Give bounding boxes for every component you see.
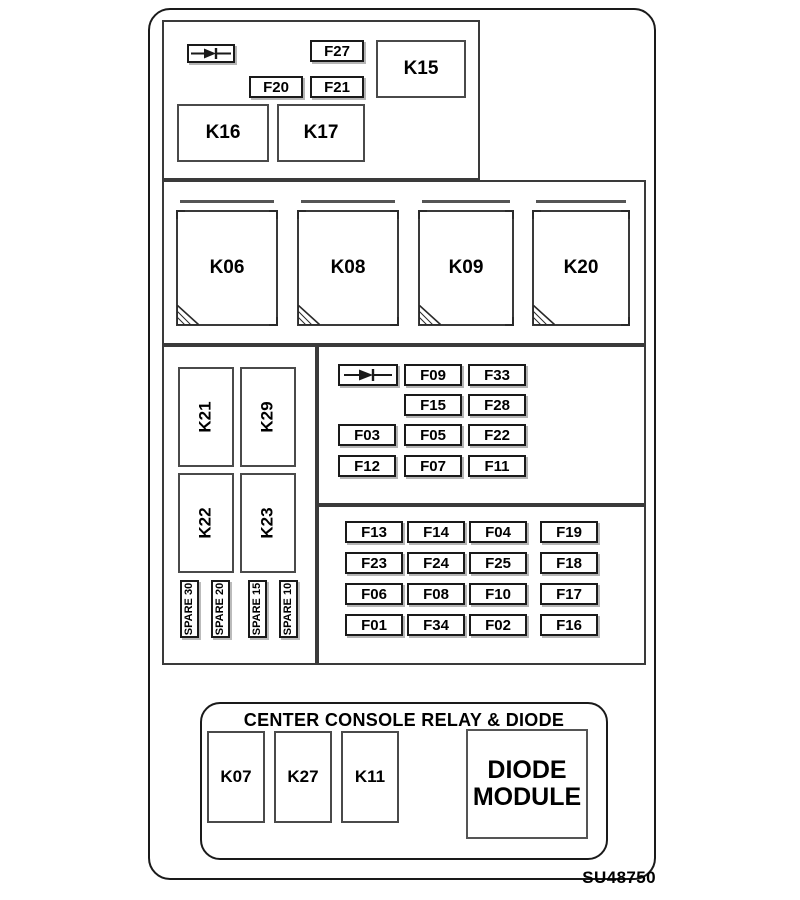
fuse-f09[interactable]: F09 (404, 364, 462, 386)
fuse-f22[interactable]: F22 (468, 424, 526, 446)
relay-socket-label-k20: K20 (532, 210, 630, 326)
fuse-f20[interactable]: F20 (249, 76, 303, 98)
corner-tick-top-left (418, 210, 427, 219)
center-console-title: CENTER CONSOLE RELAY & DIODE (243, 710, 565, 730)
fuse-f01[interactable]: F01 (345, 614, 403, 636)
spare-label-30: SPARE 30 (183, 582, 196, 636)
fuse-f06[interactable]: F06 (345, 583, 403, 605)
fuse-f28[interactable]: F28 (468, 394, 526, 416)
fuse-f13[interactable]: F13 (345, 521, 403, 543)
relay-k23[interactable]: K23 (240, 473, 296, 573)
fuse-f07[interactable]: F07 (404, 455, 462, 477)
fuse-f25[interactable]: F25 (469, 552, 527, 574)
fuse-f14[interactable]: F14 (407, 521, 465, 543)
spare-label-15: SPARE 15 (251, 582, 264, 636)
relay-socket-k20[interactable]: K20 (524, 200, 638, 334)
spare-label-20: SPARE 20 (214, 582, 227, 636)
relay-k29[interactable]: K29 (240, 367, 296, 467)
keyed-corner-icon (419, 305, 441, 325)
corner-tick-top-right (269, 210, 278, 219)
fuse-f34[interactable]: F34 (407, 614, 465, 636)
fuse-f03[interactable]: F03 (338, 424, 396, 446)
relay-label-k23: K23 (258, 507, 277, 539)
corner-tick-bottom-right (269, 317, 278, 326)
diode-symbol-icon (338, 364, 398, 386)
keyed-corner-icon (298, 305, 320, 325)
diode-module-line2: MODULE (472, 783, 582, 811)
fuse-f11[interactable]: F11 (468, 455, 526, 477)
diode-symbol-icon (187, 44, 235, 63)
fuse-f21[interactable]: F21 (310, 76, 364, 98)
relay-k27[interactable]: K27 (274, 731, 332, 823)
diode-glyph-icon (191, 48, 231, 59)
fuse-f16[interactable]: F16 (540, 614, 598, 636)
corner-tick-top-right (621, 210, 630, 219)
fuse-f18[interactable]: F18 (540, 552, 598, 574)
relay-k17[interactable]: K17 (277, 104, 365, 162)
spare-fuse-20[interactable]: SPARE 20 (211, 580, 230, 638)
corner-tick-top-right (390, 210, 399, 219)
fuse-f24[interactable]: F24 (407, 552, 465, 574)
socket-top-bar (180, 200, 274, 203)
reference-code: SU48750 (582, 868, 656, 887)
relay-label-k22: K22 (196, 507, 215, 539)
relay-socket-k08[interactable]: K08 (289, 200, 407, 334)
socket-top-bar (301, 200, 395, 203)
relay-socket-k09[interactable]: K09 (410, 200, 522, 334)
fuse-f27[interactable]: F27 (310, 40, 364, 62)
relay-label-k21: K21 (196, 401, 215, 433)
fuse-f05[interactable]: F05 (404, 424, 462, 446)
fuse-f15[interactable]: F15 (404, 394, 462, 416)
fuse-f10[interactable]: F10 (469, 583, 527, 605)
corner-tick-bottom-right (621, 317, 630, 326)
fuse-f02[interactable]: F02 (469, 614, 527, 636)
diode-module[interactable]: DIODE MODULE (466, 729, 588, 839)
fuse-f17[interactable]: F17 (540, 583, 598, 605)
fuse-f33[interactable]: F33 (468, 364, 526, 386)
corner-tick-top-left (532, 210, 541, 219)
spare-label-10: SPARE 10 (282, 582, 295, 636)
corner-tick-top-left (176, 210, 185, 219)
spare-fuse-30[interactable]: SPARE 30 (180, 580, 199, 638)
keyed-corner-icon (177, 305, 199, 325)
spare-fuse-15[interactable]: SPARE 15 (248, 580, 267, 638)
fuse-f23[interactable]: F23 (345, 552, 403, 574)
diode-glyph-icon (344, 369, 392, 381)
spare-fuse-10[interactable]: SPARE 10 (279, 580, 298, 638)
relay-socket-label-k06: K06 (176, 210, 278, 326)
socket-top-bar (536, 200, 626, 203)
corner-tick-top-left (297, 210, 306, 219)
relay-k11[interactable]: K11 (341, 731, 399, 823)
relay-k15[interactable]: K15 (376, 40, 466, 98)
keyed-corner-icon (533, 305, 555, 325)
corner-tick-bottom-right (505, 317, 514, 326)
diode-module-line1: DIODE (487, 755, 567, 784)
relay-label-k29: K29 (258, 401, 277, 433)
fuse-f04[interactable]: F04 (469, 521, 527, 543)
corner-tick-bottom-right (390, 317, 399, 326)
fuse-f12[interactable]: F12 (338, 455, 396, 477)
fuse-f19[interactable]: F19 (540, 521, 598, 543)
relay-socket-label-k09: K09 (418, 210, 514, 326)
corner-tick-top-right (505, 210, 514, 219)
fuse-f08[interactable]: F08 (407, 583, 465, 605)
relay-socket-k06[interactable]: K06 (168, 200, 286, 334)
socket-top-bar (422, 200, 510, 203)
relay-k21[interactable]: K21 (178, 367, 234, 467)
relay-k22[interactable]: K22 (178, 473, 234, 573)
relay-k07[interactable]: K07 (207, 731, 265, 823)
relay-k16[interactable]: K16 (177, 104, 269, 162)
relay-socket-label-k08: K08 (297, 210, 399, 326)
